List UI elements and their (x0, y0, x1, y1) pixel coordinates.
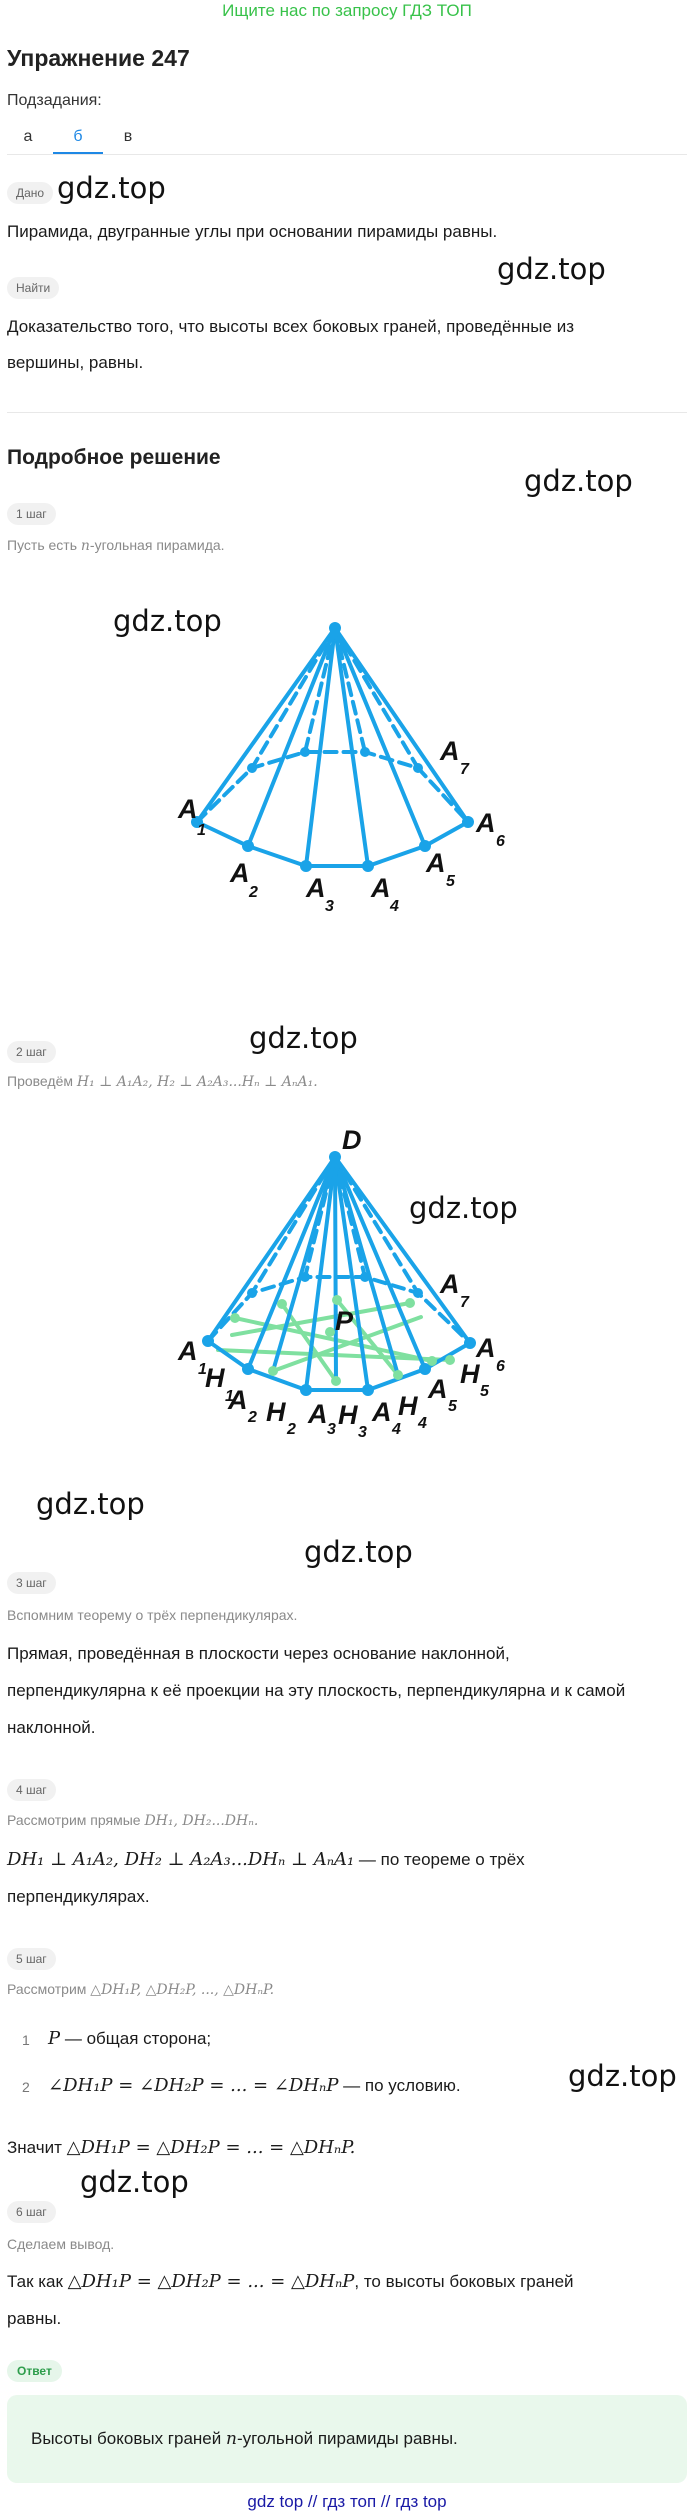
pyramid-figure-2: D P A 1 H 1 A 2 H 2 A 3 H 3 A 4 H 4 A 5 … (177, 1125, 505, 1441)
label-h3: H (338, 1400, 358, 1430)
label-h3-sub: 3 (358, 1424, 367, 1441)
label-a2: A (227, 1385, 248, 1415)
step4-text: Рассмотрим прямые DH₁, DH₂...DHₙ. (7, 1812, 259, 1829)
tab-v[interactable]: в (123, 128, 133, 145)
label-a1: A (177, 794, 198, 824)
watermark-7: gdz.top (36, 1487, 145, 1521)
section-divider (7, 412, 687, 413)
watermark-1: gdz.top (57, 171, 166, 205)
top-banner[interactable]: Ищите нас по запросу ГДЗ ТОП (222, 1, 472, 20)
step3-line3: наклонной. (7, 1718, 96, 1737)
label-a3-sub: 3 (327, 1421, 336, 1438)
label-a6-sub: 6 (496, 833, 505, 850)
given-text: Пирамида, двугранные углы при основании … (7, 222, 498, 241)
step1-text: Пусть есть n-угольная пирамида. (7, 537, 225, 554)
step5-item1: P — общая сторона; (48, 2028, 212, 2049)
given-badge: Дано (7, 182, 54, 204)
find-badge: Найти (7, 277, 60, 299)
label-a4: A (370, 873, 391, 903)
tabs-divider (7, 154, 687, 155)
label-a4: A (371, 1397, 392, 1427)
label-a6-sub: 6 (496, 1358, 505, 1375)
answer-box: Высоты боковых граней n-угольной пирамид… (7, 2395, 687, 2483)
watermark-5: gdz.top (249, 1021, 358, 1055)
step5-item2: ∠DH₁P = ∠DH₂P = ... = ∠DHₙP — по условию… (48, 2075, 461, 2096)
step1-badge: 1 шаг (7, 503, 56, 525)
label-d: D (342, 1125, 362, 1155)
watermark-10: gdz.top (80, 2165, 189, 2199)
label-h2: H (266, 1397, 286, 1427)
watermark-2: gdz.top (497, 252, 606, 286)
step3-line1: Прямая, проведённая в плоскости через ос… (7, 1644, 510, 1663)
pyramid-figure-1: A 1 A 2 A 3 A 4 A 5 A 6 A 7 (177, 622, 505, 915)
step4-line2: перпендикулярах. (7, 1887, 150, 1906)
label-a1-sub: 1 (197, 822, 206, 839)
find-text-line1: Доказательство того, что высоты всех бок… (7, 317, 574, 336)
label-a3-sub: 3 (325, 898, 334, 915)
label-h1: H (205, 1363, 225, 1393)
label-a7-sub: 7 (460, 761, 470, 778)
step6-badge: 6 шаг (7, 2201, 56, 2223)
label-a3: A (307, 1399, 328, 1429)
label-a4-sub: 4 (389, 898, 399, 915)
watermark-9: gdz.top (568, 2059, 677, 2093)
label-h4-sub: 4 (417, 1415, 427, 1432)
step3-badge: 3 шаг (7, 1572, 56, 1594)
step4-line1: DH₁ ⊥ A₁A₂, DH₂ ⊥ A₂A₃...DHₙ ⊥ AₙA₁ — по… (7, 1849, 525, 1870)
label-a5-sub: 5 (448, 1398, 458, 1415)
label-a7: A (439, 1269, 460, 1299)
step6-line1: Так как △DH₁P = △DH₂P = ... = △DHₙP, то … (7, 2271, 574, 2292)
label-a6: A (475, 1333, 496, 1363)
step3-note: Вспомним теорему о трёх перпендикулярах. (7, 1607, 298, 1623)
step6-line2: равны. (7, 2309, 62, 2328)
label-a5: A (427, 1374, 448, 1404)
step6-note: Сделаем вывод. (7, 2236, 115, 2252)
watermark-4: gdz.top (113, 604, 222, 638)
label-h5: H (460, 1359, 480, 1389)
label-a1: A (177, 1336, 198, 1366)
step2-text: Проведём H₁ ⊥ A₁A₂, H₂ ⊥ A₂A₃...Hₙ ⊥ AₙA… (7, 1073, 318, 1090)
step5-text: Рассмотрим △DH₁P, △DH₂P, ..., △DHₙP. (7, 1981, 275, 1998)
label-h2-sub: 2 (286, 1421, 296, 1438)
step5-badge: 5 шаг (7, 1948, 56, 1970)
label-p: P (335, 1306, 354, 1336)
step5-item2-number: 2 (22, 2079, 30, 2095)
label-a1-sub: 1 (198, 1361, 207, 1378)
label-a3: A (305, 873, 326, 903)
label-a2-sub: 2 (248, 884, 258, 901)
step4-badge: 4 шаг (7, 1779, 56, 1801)
label-a5: A (425, 848, 446, 878)
label-h4: H (398, 1391, 418, 1421)
tab-b[interactable]: б (53, 120, 103, 154)
label-h5-sub: 5 (480, 1383, 490, 1400)
label-a2: A (229, 858, 250, 888)
find-text-line2: вершины, равны. (7, 353, 144, 372)
label-a7: A (439, 736, 460, 766)
label-a5-sub: 5 (446, 873, 456, 890)
step2-badge: 2 шаг (7, 1041, 56, 1063)
label-h1-sub: 1 (225, 1388, 234, 1405)
footer-links[interactable]: gdz top // гдз топ // гдз top (247, 2492, 447, 2511)
label-a4-sub: 4 (391, 1421, 401, 1438)
exercise-title: Упражнение 247 (7, 45, 190, 71)
answer-badge: Ответ (7, 2360, 62, 2382)
watermark-8: gdz.top (304, 1535, 413, 1569)
label-a7-sub: 7 (460, 1294, 470, 1311)
solution-title: Подробное решение (7, 446, 221, 469)
watermark-6: gdz.top (409, 1191, 518, 1225)
label-a6: A (475, 808, 496, 838)
step3-line2: перпендикулярна к её проекции на эту пло… (7, 1681, 626, 1700)
step5-item1-number: 1 (22, 2032, 30, 2048)
subtasks-label: Подзадания: (7, 92, 102, 109)
step5-conclusion: Значит △DH₁P = △DH₂P = ... = △DHₙP. (7, 2137, 356, 2158)
label-a2-sub: 2 (247, 1409, 257, 1426)
tab-a[interactable]: а (23, 128, 33, 145)
watermark-3: gdz.top (524, 464, 633, 498)
answer-text: Высоты боковых граней n-угольной пирамид… (31, 2429, 458, 2449)
